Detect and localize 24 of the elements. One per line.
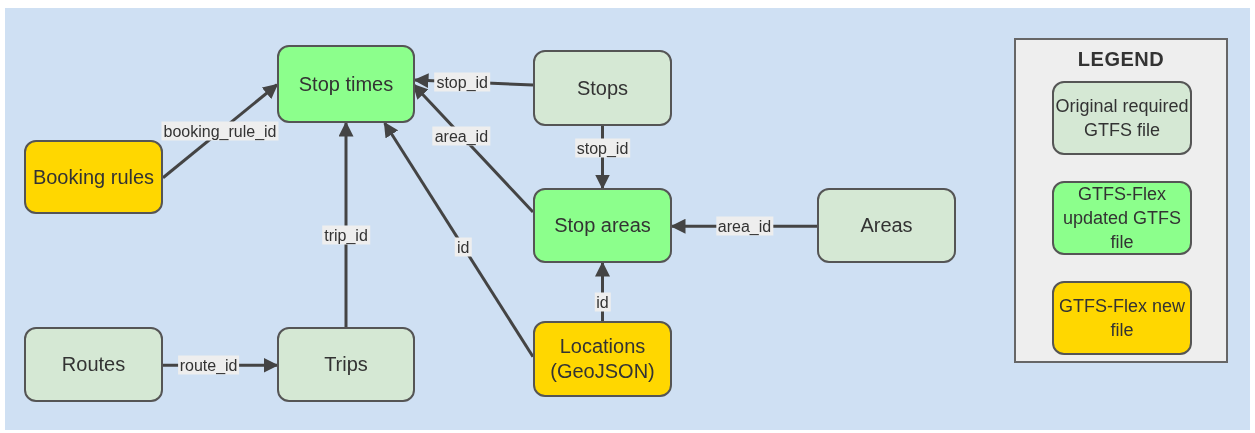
file-box: Trips [277,327,415,402]
file-box: Stop times [277,45,415,123]
file-box: Routes [24,327,163,402]
edge-label: booking_rule_id [161,121,279,141]
edge-label: id [455,237,472,257]
edge-label: area_id [715,216,774,236]
legend-text: GTFS-Flex new file [1058,295,1186,342]
arrow [338,121,354,327]
edge-label: stop_id [574,138,631,158]
arrow [383,121,535,358]
file-box: Stop areas [533,188,672,263]
file-box: Booking rules [24,140,163,214]
edge-label: id [594,292,611,312]
edge-label: stop_id [434,72,490,92]
edge-label: route_id [177,355,240,375]
edge-label: trip_id [322,225,370,245]
legend-title: LEGEND [1076,48,1166,71]
arrow [595,261,610,321]
legend-text: GTFS-Flex updated GTFS file [1061,183,1183,254]
file-box: Locations (GeoJSON) [533,321,672,397]
file-box: Areas [817,188,956,263]
file-box: Stops [533,50,672,126]
edge-label: area_id [432,126,491,146]
legend-text: Original required GTFS file [1054,95,1190,142]
